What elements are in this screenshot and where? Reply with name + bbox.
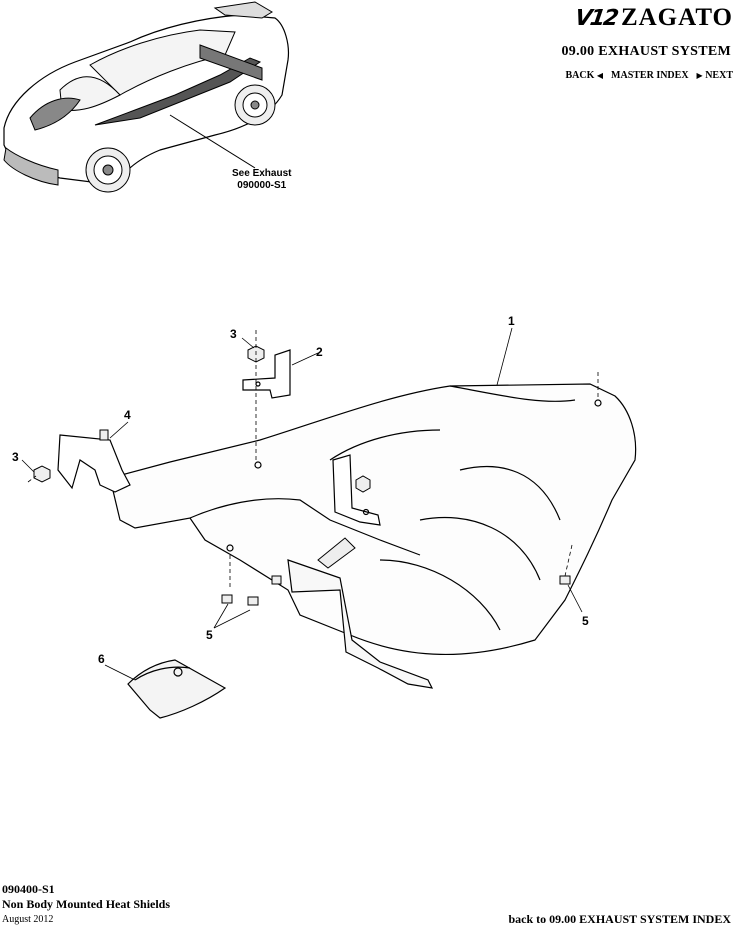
part-code: 090400-S1	[2, 882, 55, 896]
publication-date: August 2012	[2, 914, 54, 925]
triangle-right-icon: ▶	[696, 71, 703, 80]
callout-1: 1	[508, 314, 515, 328]
callout-2: 2	[316, 345, 323, 359]
car-illustration	[3, 1, 290, 193]
callout-3-left: 3	[12, 450, 19, 464]
brand-name: ZAGATO	[620, 4, 733, 31]
brand-header: V12 ZAGATO	[574, 4, 733, 32]
car-callout-line2: 090000-S1	[237, 180, 287, 191]
callout-4: 4	[124, 408, 131, 422]
car-callout-line1: See Exhaust	[232, 168, 292, 179]
master-index-link[interactable]: MASTER INDEX	[611, 70, 689, 81]
callout-5-left: 5	[206, 628, 213, 642]
section-title: 09.00 EXHAUST SYSTEM	[561, 44, 731, 59]
callout-6: 6	[98, 652, 105, 666]
next-link[interactable]: ▶ NEXT	[696, 70, 733, 81]
leader-lines	[21, 327, 599, 681]
triangle-left-icon: ◀	[596, 71, 604, 80]
back-to-index-link[interactable]: back to 09.00 EXHAUST SYSTEM INDEX	[508, 912, 732, 926]
heat-shield-main	[57, 349, 637, 719]
back-link[interactable]: BACK ◀	[565, 70, 604, 81]
callout-3-top: 3	[230, 327, 237, 341]
part-description: Non Body Mounted Heat Shields	[2, 897, 171, 911]
callout-5-right: 5	[582, 614, 589, 628]
car-callout: See Exhaust 090000-S1	[232, 168, 291, 192]
navigation-bar: BACK ◀ MASTER INDEX ▶ NEXT	[565, 70, 733, 81]
